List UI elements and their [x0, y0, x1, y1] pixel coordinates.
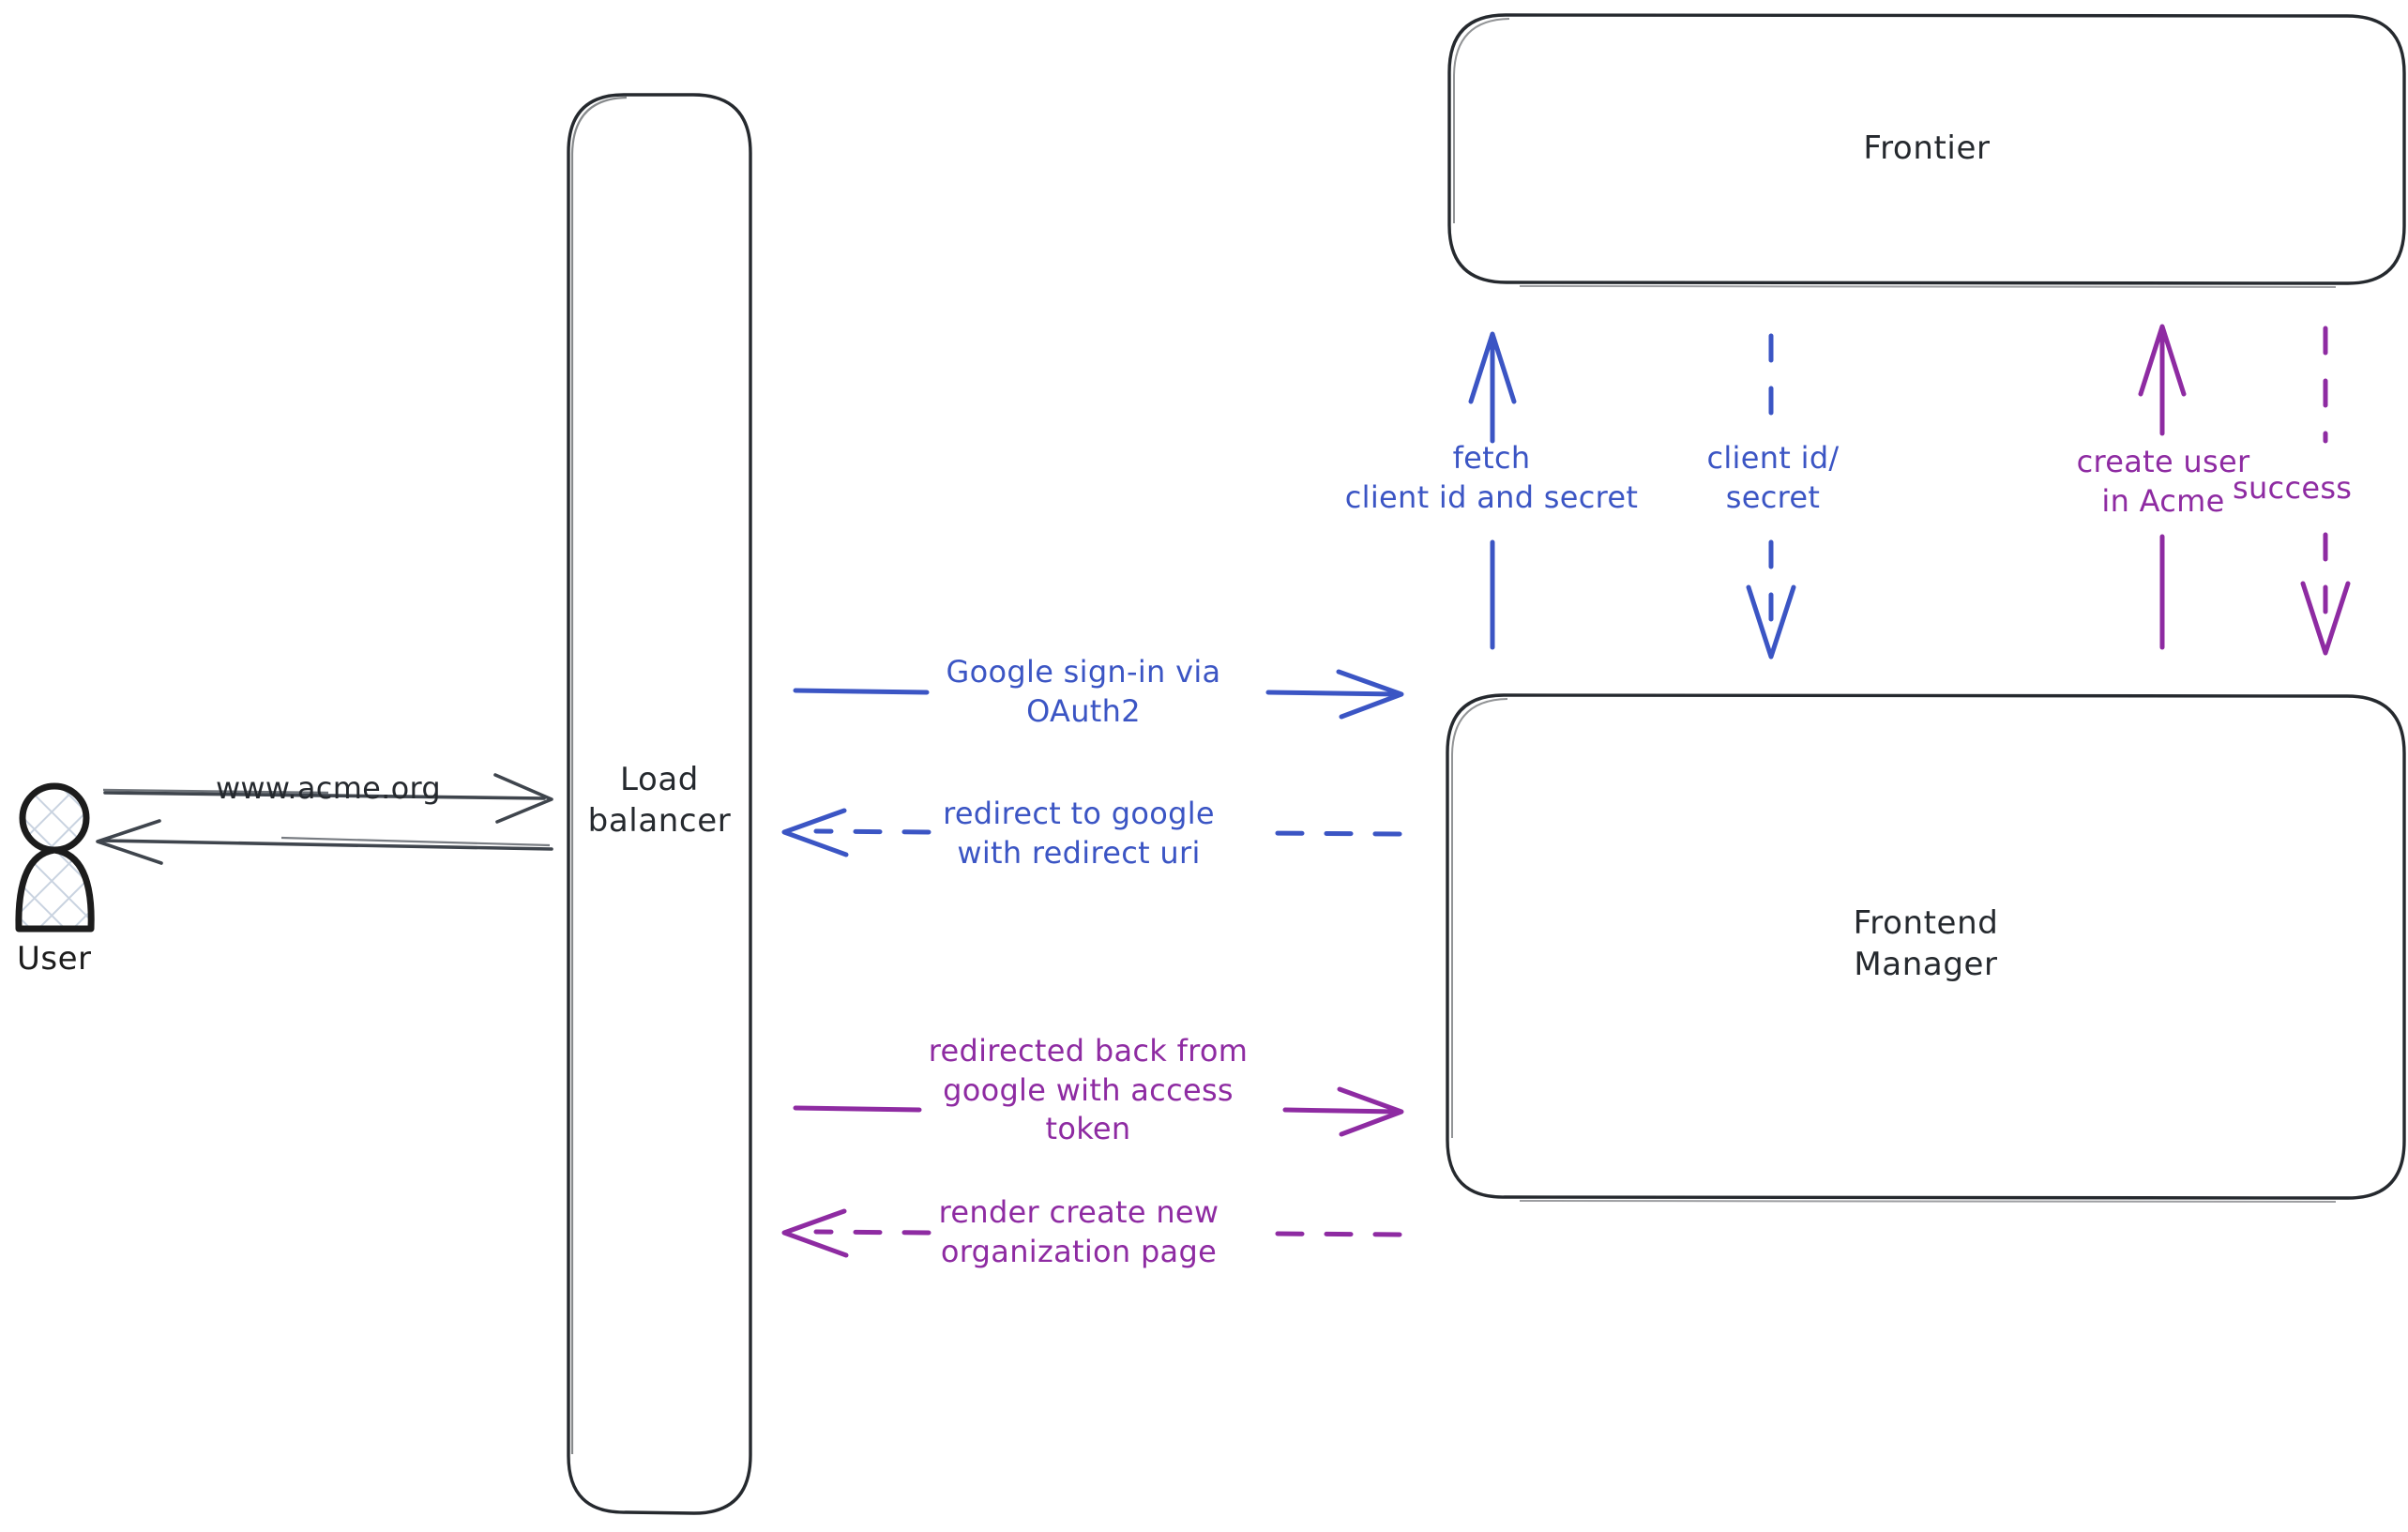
edge-create-user-in-acme: [2138, 324, 2187, 650]
node-frontier[interactable]: [1447, 13, 2406, 288]
edge-google-signin: [793, 669, 1404, 720]
edge-success: [2300, 326, 2351, 656]
edge-render-create-org: [781, 1208, 1402, 1258]
edge-client-id-secret: [1746, 333, 1796, 660]
edge-redirect-to-google: [781, 808, 1402, 857]
edge-fetch-client-id: [1468, 331, 1517, 650]
node-load-balancer[interactable]: [567, 93, 752, 1515]
edge-lb-to-user: [96, 819, 553, 865]
edge-redirected-back: [793, 1086, 1404, 1137]
node-frontend-manager[interactable]: [1446, 693, 2406, 1203]
actor-user-icon[interactable]: [15, 782, 95, 933]
edge-user-to-lb: [102, 773, 553, 824]
actor-label-user: User: [17, 940, 92, 978]
